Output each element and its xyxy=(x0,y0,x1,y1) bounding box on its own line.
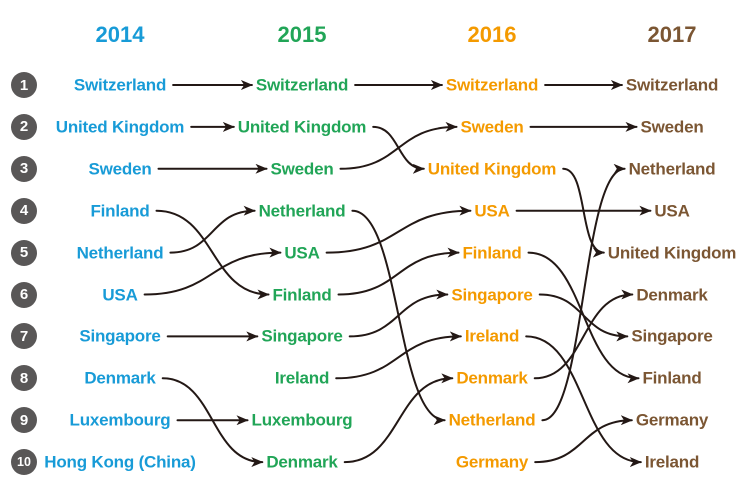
country-2016-rank-5: Finland xyxy=(462,243,522,263)
country-2017-rank-10: Ireland xyxy=(644,452,700,472)
rank-badge-8: 8 xyxy=(11,365,37,392)
country-2015-rank-5: USA xyxy=(284,243,320,263)
country-2016-rank-7: Ireland xyxy=(464,326,520,346)
arrow-2015-rank10-to-2016-rank8 xyxy=(343,373,454,464)
rank-badge-4: 4 xyxy=(11,197,37,224)
arrow-2016-rank8-to-2017-rank6 xyxy=(533,289,634,380)
country-2015-rank-6: Finland xyxy=(272,285,332,304)
country-2014-rank-5: Netherland xyxy=(76,243,164,263)
country-2016-rank-9: Netherland xyxy=(448,410,536,430)
country-2017-rank-9: Germany xyxy=(635,410,709,430)
country-2016-rank-1: Switzerland xyxy=(445,75,539,95)
country-2017-rank-7: Singapore xyxy=(631,326,713,346)
country-2014-rank-10: Hong Kong (China) xyxy=(44,452,196,472)
country-2015-rank-9: Luxembourg xyxy=(251,410,353,430)
country-2014-rank-7: Singapore xyxy=(79,326,161,346)
country-2017-rank-5: United Kingdom xyxy=(607,243,737,263)
country-2015-rank-2: United Kingdom xyxy=(237,117,367,137)
country-2014-rank-6: USA xyxy=(102,285,138,304)
country-2017-rank-2: Sweden xyxy=(640,117,704,137)
arrow-2014-rank4-to-2015-rank6 xyxy=(155,209,270,300)
country-2016-rank-8: Denmark xyxy=(456,368,528,388)
arrow-2015-rank8-to-2016-rank7 xyxy=(335,331,462,380)
arrow-2015-rank7-to-2016-rank6 xyxy=(348,289,449,338)
country-2015-rank-8: Ireland xyxy=(274,368,330,388)
arrow-2014-rank5-to-2015-rank4 xyxy=(169,205,256,254)
country-2016-rank-3: United Kingdom xyxy=(427,159,557,179)
arrow-2016-rank7-to-2017-rank10 xyxy=(525,335,642,468)
rank-badge-3: 3 xyxy=(11,155,37,182)
country-2014-rank-2: United Kingdom xyxy=(55,117,185,137)
country-2017-rank-3: Netherland xyxy=(628,159,716,179)
arrow-2015-rank6-to-2016-rank5 xyxy=(337,247,460,296)
country-2015-rank-3: Sweden xyxy=(270,159,334,179)
rank-badge-9: 9 xyxy=(11,407,37,434)
arrow-2015-rank3-to-2016-rank2 xyxy=(339,121,458,170)
country-2016-rank-2: Sweden xyxy=(460,117,524,137)
country-2014-rank-9: Luxembourg xyxy=(69,410,171,430)
year-header-2016: 2016 xyxy=(467,22,517,47)
arrow-2016-rank10-to-2017-rank9 xyxy=(534,415,633,464)
arrow-2016-rank6-to-2017-rank7 xyxy=(538,293,629,342)
rank-badge-2: 2 xyxy=(11,113,37,140)
rank-badge-1: 1 xyxy=(11,72,37,98)
country-2015-rank-1: Switzerland xyxy=(255,75,349,95)
rank-badge-10: 10 xyxy=(11,449,37,476)
rank-badge-7: 7 xyxy=(11,323,37,350)
country-2017-rank-1: Switzerland xyxy=(625,75,719,95)
country-2014-rank-1: Switzerland xyxy=(73,75,167,95)
country-2017-rank-6: Denmark xyxy=(636,285,708,304)
arrow-2014-rank6-to-2015-rank5 xyxy=(143,247,282,296)
country-2014-rank-8: Denmark xyxy=(84,368,156,388)
year-header-2017: 2017 xyxy=(647,22,697,47)
country-2017-rank-8: Finland xyxy=(642,368,702,388)
rank-badge-6: 6 xyxy=(11,281,37,308)
country-2015-rank-4: Netherland xyxy=(258,201,346,221)
country-2017-rank-4: USA xyxy=(654,201,690,221)
arrow-2016-rank9-to-2017-rank3 xyxy=(541,163,626,422)
country-2014-rank-4: Finland xyxy=(90,201,150,221)
rank-badge-5: 5 xyxy=(11,239,37,266)
country-2014-rank-3: Sweden xyxy=(88,159,152,179)
country-2015-rank-10: Denmark xyxy=(266,452,338,472)
arrow-2015-rank5-to-2016-rank4 xyxy=(325,205,472,254)
country-2016-rank-10: Germany xyxy=(455,452,529,472)
year-header-2015: 2015 xyxy=(277,22,327,47)
country-2015-rank-7: Singapore xyxy=(261,326,343,346)
year-header-2014: 2014 xyxy=(95,22,145,47)
country-2016-rank-4: USA xyxy=(474,201,510,221)
country-2016-rank-6: Singapore xyxy=(451,285,533,304)
